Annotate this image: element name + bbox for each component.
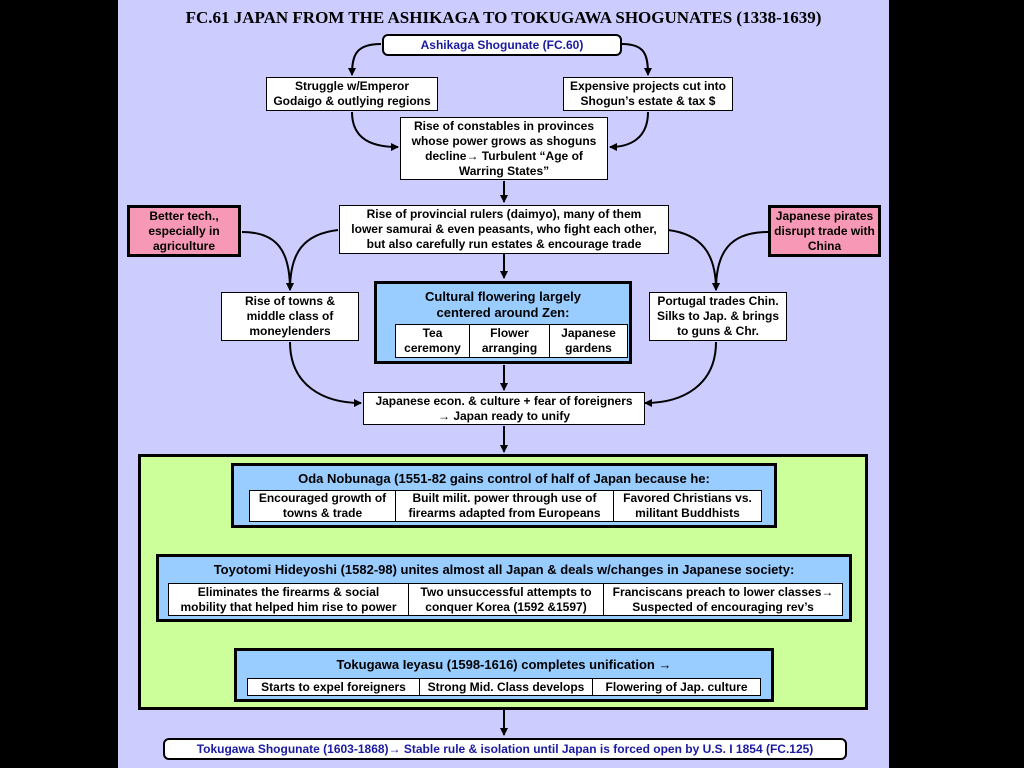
daimyo-box: Rise of provincial rulers (daimyo), many… <box>339 205 669 254</box>
oda-box: Oda Nobunaga (1551-82 gains control of h… <box>231 463 777 528</box>
better-tech-line-2: especially in <box>148 223 220 238</box>
hideyoshi-item-3-line-2: Suspected of encouraging rev’s <box>632 599 814 614</box>
expensive-line-2: Shogun’s estate & tax $ <box>580 94 716 108</box>
constables-line-2: whose power grows as shoguns <box>411 133 597 148</box>
cultural-items: Tea ceremony Flower arranging Japanese g… <box>395 324 628 358</box>
constables-line-1: Rise of constables in provinces <box>413 118 595 133</box>
econ-box: Japanese econ. & culture + fear of forei… <box>363 392 645 425</box>
towns-box: Rise of towns & middle class of moneylen… <box>221 292 359 341</box>
towns-line-3: moneylenders <box>249 324 331 338</box>
portugal-box: Portugal trades Chin. Silks to Jap. & br… <box>649 292 787 341</box>
hideyoshi-item-korea: Two unsuccessful attempts to conquer Kor… <box>409 584 604 615</box>
arrow-struggle-to-constables <box>351 111 399 151</box>
tokugawa-label: Tokugawa Shogunate (1603-1868)→ Stable r… <box>196 741 814 756</box>
better-tech-box: Better tech., especially in agriculture <box>127 205 241 257</box>
portugal-line-2: Silks to Jap. & brings <box>656 309 780 323</box>
ieyasu-items: Starts to expel foreigners Strong Mid. C… <box>247 678 761 696</box>
econ-line-2: → Japan ready to unify <box>437 408 571 423</box>
cultural-title: Cultural flowering largely centered arou… <box>377 289 629 321</box>
hideyoshi-item-firearms: Eliminates the firearms & social mobilit… <box>169 584 409 615</box>
ieyasu-item-middle-class: Strong Mid. Class develops <box>420 679 593 695</box>
tokugawa-shogunate-box: Tokugawa Shogunate (1603-1868)→ Stable r… <box>163 738 847 760</box>
hideyoshi-box: Toyotomi Hideyoshi (1582-98) unites almo… <box>156 554 852 622</box>
tea-line-1: Tea <box>422 326 443 340</box>
oda-item-3-line-2: militant Buddhists <box>635 506 740 520</box>
struggle-box: Struggle w/Emperor Godaigo & outlying re… <box>266 77 438 111</box>
hideyoshi-item-2-line-2: conquer Korea (1592 &1597) <box>425 599 587 614</box>
pirates-line-3: China <box>807 238 842 253</box>
arrow-tech-to-towns <box>241 231 294 291</box>
struggle-line-1: Struggle w/Emperor <box>294 79 410 93</box>
arrow-pirates-to-portugal <box>712 231 769 291</box>
hideyoshi-item-2-line-1: Two unsuccessful attempts to <box>420 584 592 599</box>
oda-item-towns: Encouraged growth of towns & trade <box>250 491 396 521</box>
cultural-title-line-2: centered around Zen: <box>436 305 570 320</box>
expensive-projects-box: Expensive projects cut into Shogun’s est… <box>563 77 733 111</box>
arrow-expensive-to-constables <box>609 111 649 151</box>
oda-items: Encouraged growth of towns & trade Built… <box>249 490 762 522</box>
flower-line-1: Flower <box>490 326 529 340</box>
ieyasu-item-culture: Flowering of Jap. culture <box>605 679 748 694</box>
hideyoshi-item-1-line-2: mobility that helped him rise to power <box>180 599 397 614</box>
cultural-flowering-box: Cultural flowering largely centered arou… <box>374 281 632 364</box>
oda-title: Oda Nobunaga (1551-82 gains control of h… <box>298 471 710 486</box>
struggle-line-2: Godaigo & outlying regions <box>273 94 431 108</box>
hideyoshi-title: Toyotomi Hideyoshi (1582-98) unites almo… <box>213 562 795 577</box>
oda-item-1-line-2: towns & trade <box>282 506 363 520</box>
pirates-box: Japanese pirates disrupt trade with Chin… <box>768 205 881 257</box>
cultural-item-gardens: Japanese gardens <box>550 325 627 357</box>
towns-line-1: Rise of towns & <box>244 294 335 308</box>
portugal-line-3: to guns & Chr. <box>677 324 759 338</box>
cultural-item-tea: Tea ceremony <box>396 325 470 357</box>
pirates-line-2: disrupt trade with <box>774 223 875 238</box>
arrow-daimyo-to-towns <box>286 229 339 291</box>
pirates-line-1: Japanese pirates <box>775 208 874 223</box>
expensive-line-1: Expensive projects cut into <box>569 79 727 93</box>
better-tech-line-3: agriculture <box>152 238 215 253</box>
ashikaga-shogunate-box: Ashikaga Shogunate (FC.60) <box>382 34 622 56</box>
hideyoshi-items: Eliminates the firearms & social mobilit… <box>168 583 843 616</box>
daimyo-line-1: Rise of provincial rulers (daimyo), many… <box>366 207 642 221</box>
gardens-line-2: gardens <box>565 341 612 355</box>
portugal-line-1: Portugal trades Chin. <box>657 294 779 308</box>
unification-panel: Oda Nobunaga (1551-82 gains control of h… <box>138 454 868 710</box>
arrow-ashikaga-to-expensive <box>621 43 652 76</box>
page-title: FC.61 JAPAN FROM THE ASHIKAGA TO TOKUGAW… <box>185 8 822 27</box>
arrow-towns-to-econ <box>289 341 362 407</box>
cultural-title-line-1: Cultural flowering largely <box>424 289 582 304</box>
cultural-item-flower: Flower arranging <box>470 325 550 357</box>
daimyo-line-2: lower samurai & even peasants, who fight… <box>351 222 657 236</box>
daimyo-line-3: but also carefully run estates & encoura… <box>366 237 642 251</box>
tea-line-2: ceremony <box>404 341 461 355</box>
arrow-daimyo-to-portugal <box>667 229 720 291</box>
ieyasu-title: Tokugawa Ieyasu (1598-1616) completes un… <box>336 657 672 672</box>
hideyoshi-item-1-line-1: Eliminates the firearms & social <box>197 584 380 599</box>
better-tech-line-1: Better tech., <box>149 208 219 223</box>
hideyoshi-item-franciscans: Franciscans preach to lower classes→ Sus… <box>604 584 842 615</box>
constables-line-3: decline→ Turbulent “Age of <box>425 148 583 163</box>
oda-item-2-line-2: firearms adapted from Europeans <box>408 506 601 520</box>
oda-item-1-line-1: Encouraged growth of <box>258 491 387 505</box>
oda-item-christians: Favored Christians vs. militant Buddhist… <box>614 491 761 521</box>
oda-item-3-line-1: Favored Christians vs. <box>623 491 752 505</box>
ieyasu-item-expel: Starts to expel foreigners <box>248 679 420 695</box>
slide: FC.61 JAPAN FROM THE ASHIKAGA TO TOKUGAW… <box>118 0 889 768</box>
flower-line-2: arranging <box>481 341 538 355</box>
oda-item-firearms: Built milit. power through use of firear… <box>396 491 614 521</box>
oda-item-2-line-1: Built milit. power through use of <box>412 491 597 505</box>
econ-line-1: Japanese econ. & culture + fear of forei… <box>375 393 633 408</box>
constables-line-4: Warring States” <box>458 163 550 178</box>
gardens-line-1: Japanese <box>561 326 616 340</box>
constables-box: Rise of constables in provinces whose po… <box>400 117 608 180</box>
towns-line-2: middle class of <box>246 309 334 323</box>
arrow-portugal-to-econ <box>644 341 717 407</box>
hideyoshi-item-3-line-1: Franciscans preach to lower classes→ <box>612 584 834 599</box>
ieyasu-box: Tokugawa Ieyasu (1598-1616) completes un… <box>234 648 774 702</box>
ashikaga-label: Ashikaga Shogunate (FC.60) <box>420 37 584 52</box>
arrow-ashikaga-to-struggle <box>348 43 382 76</box>
